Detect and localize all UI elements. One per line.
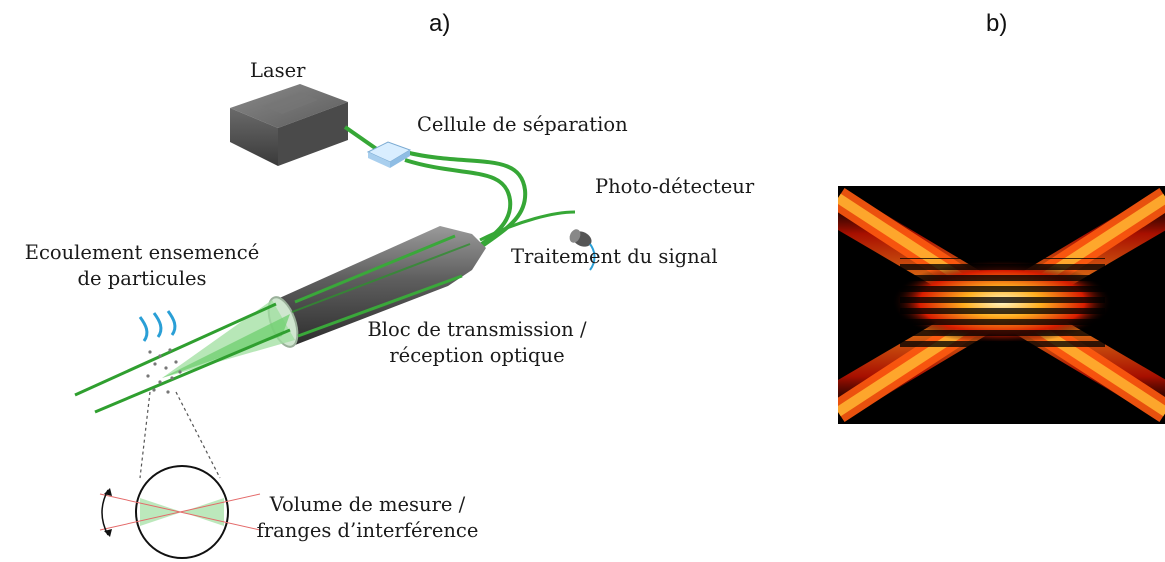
label-measurement-volume-line1: Volume de mesure / [269, 493, 466, 516]
laser-beams [74, 300, 295, 414]
label-seeded-flow: Ecoulement ensemencé de particules [10, 240, 274, 292]
label-laser: Laser [250, 59, 306, 82]
laser-device [230, 84, 348, 166]
photodetector [569, 229, 596, 271]
label-separation-cell: Cellule de séparation [417, 113, 628, 136]
label-photodetector: Photo-détecteur [595, 175, 755, 198]
label-optical-block: Bloc de transmission / réception optique [362, 317, 592, 369]
panel-label-b: b) [986, 10, 1008, 37]
label-measurement-volume: Volume de mesure / franges d’interférenc… [240, 492, 495, 544]
label-measurement-volume-line2: franges d’interférence [256, 519, 479, 542]
separation-cell [366, 141, 412, 168]
fringe-pattern-image [838, 186, 1165, 424]
optical-fibers [343, 125, 576, 260]
flow-arrows [138, 310, 177, 342]
label-optical-block-line2: réception optique [389, 344, 565, 367]
panel-label-a: a) [429, 10, 451, 37]
label-seeded-flow-line2: de particules [77, 267, 207, 290]
label-signal-processing: Traitement du signal [511, 245, 718, 268]
zoom-lines [139, 391, 221, 479]
measurement-volume [99, 465, 261, 559]
seed-particles [146, 348, 182, 394]
label-seeded-flow-line1: Ecoulement ensemencé [24, 241, 260, 264]
label-optical-block-line1: Bloc de transmission / [367, 318, 587, 341]
